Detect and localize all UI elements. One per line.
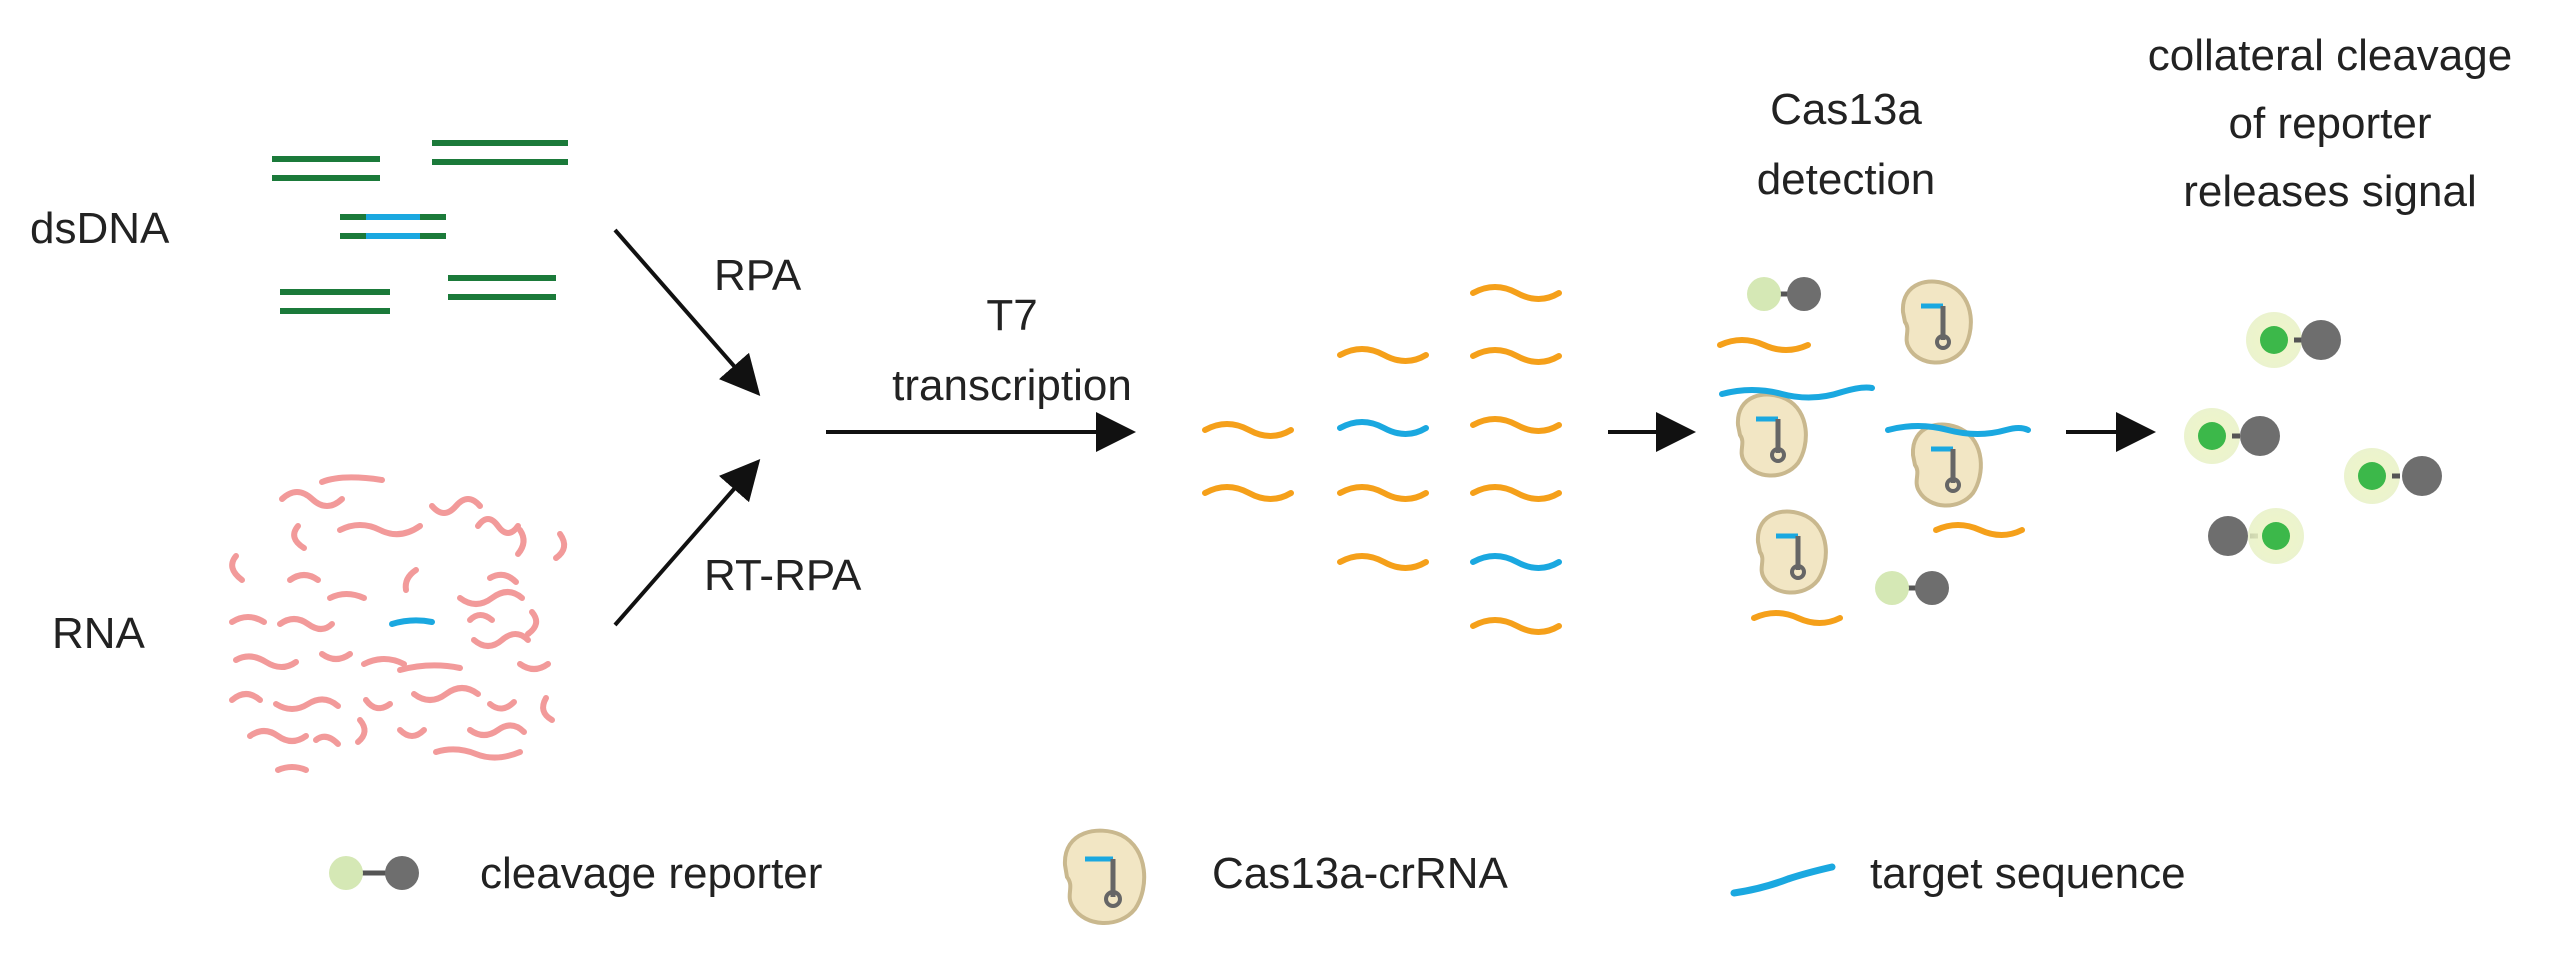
amplicon xyxy=(1470,617,1562,635)
released-signal-group xyxy=(2184,312,2442,564)
rna-fragment xyxy=(273,696,341,712)
rna-fragment xyxy=(397,662,463,673)
cas13a-crrna-complex xyxy=(1910,422,1983,508)
amplicon xyxy=(1933,522,2025,538)
rna-fragment xyxy=(429,496,483,516)
rna-fragment xyxy=(540,695,555,723)
collateral-title-line3: releases signal xyxy=(2183,167,2477,216)
rt-rpa-arrow xyxy=(613,458,761,627)
rna-fragment xyxy=(337,522,423,538)
transcription-label: transcription xyxy=(892,361,1132,410)
rna-fragment xyxy=(471,631,531,649)
amplicon xyxy=(1202,421,1294,439)
rna-fragment xyxy=(275,764,309,773)
rna-fragment xyxy=(233,653,299,670)
rna-fragment xyxy=(553,531,568,561)
detection-scene xyxy=(1717,277,2031,626)
cas13a-crrna-complex xyxy=(1735,392,1808,478)
amplicon xyxy=(1470,347,1562,365)
amplicon xyxy=(1717,337,1811,353)
rna-group: RNA xyxy=(52,474,568,773)
rna-fragment xyxy=(279,489,345,509)
rna-fragment xyxy=(487,571,519,585)
rna-fragment xyxy=(525,609,540,637)
cleaved-reporter xyxy=(2184,408,2280,464)
rna-fragment xyxy=(467,612,495,623)
dsdna-label: dsDNA xyxy=(30,204,170,253)
rna-fragment xyxy=(355,717,368,745)
detection-title-line1: Cas13a xyxy=(1770,85,1922,134)
collateral-title-line2: of reporter xyxy=(2229,99,2432,148)
rna-fragment xyxy=(515,527,527,557)
amplicon xyxy=(1470,416,1562,434)
bound-target-sequence xyxy=(1719,384,1875,401)
dsdna-target-strand xyxy=(340,214,446,239)
amplicon xyxy=(1751,610,1843,626)
rna-fragment xyxy=(229,691,263,703)
dsdna-group: dsDNA xyxy=(30,140,568,314)
amplicon xyxy=(1470,484,1562,502)
amplicon xyxy=(1337,484,1429,502)
amplicon xyxy=(1337,346,1429,364)
dsdna-strand-4 xyxy=(448,275,556,300)
rna-fragment xyxy=(247,728,309,744)
rna-fragment xyxy=(475,516,521,536)
amplified-rna-group xyxy=(1202,284,1562,635)
rna-fragment xyxy=(229,553,245,583)
legend: cleavage reporter Cas13a-crRNA target se… xyxy=(329,828,2186,925)
legend-reporter-icon xyxy=(329,856,419,890)
rpa-label: RPA xyxy=(714,251,802,300)
rna-fragment xyxy=(363,697,393,712)
rna-target-fragment xyxy=(389,617,435,627)
rna-fragment xyxy=(319,474,385,485)
dsdna-strand-2 xyxy=(432,140,568,165)
dsdna-strand-1 xyxy=(272,156,380,181)
rna-fragment xyxy=(397,727,427,739)
t7-label: T7 xyxy=(986,291,1037,340)
rna-fragment xyxy=(467,722,527,738)
rna-fragment xyxy=(327,591,367,601)
cas13a-crrna-complex xyxy=(1755,509,1828,595)
rna-fragment xyxy=(411,685,481,703)
rna-fragment xyxy=(517,661,551,672)
rpa-arrow xyxy=(613,228,761,397)
legend-reporter-label: cleavage reporter xyxy=(480,849,822,898)
cleavage-reporter xyxy=(1747,277,1821,311)
rna-fragment xyxy=(291,523,307,551)
rna-fragment xyxy=(457,589,525,607)
legend-cas13a-label: Cas13a-crRNA xyxy=(1212,849,1509,898)
legend-target-icon xyxy=(1730,863,1836,897)
cleaved-reporter xyxy=(2208,508,2304,564)
legend-target-label: target sequence xyxy=(1870,849,2186,898)
rna-fragment xyxy=(277,616,335,632)
rna-fragment xyxy=(229,614,267,625)
target-amplicon xyxy=(1470,553,1562,571)
rna-fragment xyxy=(402,567,419,593)
cas13a-crrna-complex xyxy=(1900,279,1973,365)
detection-title-line2: detection xyxy=(1757,155,1936,204)
amplicon xyxy=(1202,484,1294,502)
rna-fragment xyxy=(361,656,407,667)
rna-fragment xyxy=(487,699,517,712)
rna-fragment xyxy=(319,651,353,662)
amplicon xyxy=(1337,553,1429,571)
cleaved-reporter xyxy=(2246,312,2341,368)
collateral-title-line1: collateral cleavage xyxy=(2148,31,2512,80)
bound-target-sequence xyxy=(1885,423,2031,437)
legend-cas13a-icon xyxy=(1062,828,1147,925)
rna-fragment xyxy=(433,746,523,761)
cleavage-reporter xyxy=(1875,571,1949,605)
rna-fragment xyxy=(313,733,341,747)
amplicon xyxy=(1470,284,1562,302)
rna-label: RNA xyxy=(52,609,146,658)
rna-fragment xyxy=(287,572,321,583)
target-amplicon xyxy=(1337,419,1429,437)
cleaved-reporter xyxy=(2344,448,2442,504)
rt-rpa-label: RT-RPA xyxy=(704,551,862,600)
dsdna-strand-3 xyxy=(280,289,390,314)
